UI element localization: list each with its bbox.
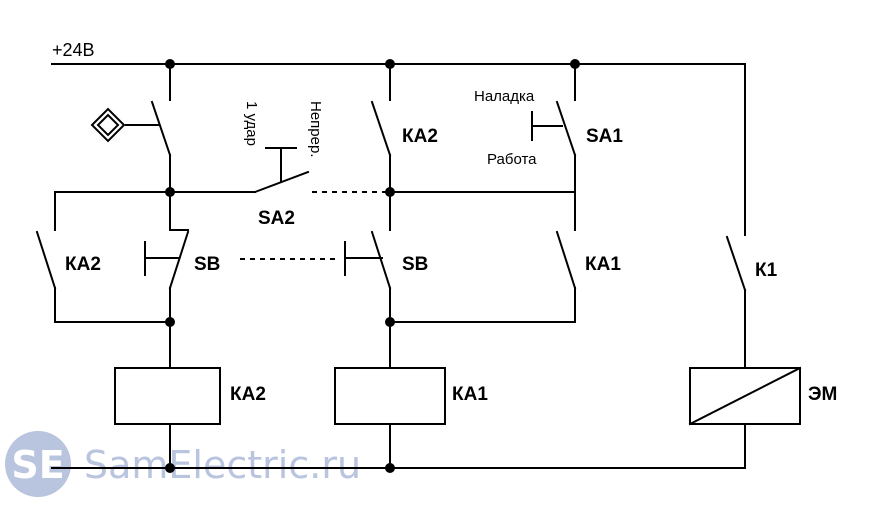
coil-em-label: ЭМ: [808, 384, 837, 405]
coil-ka2-label: КА2: [230, 384, 266, 405]
sb-right-button: [344, 191, 392, 341]
ka1-contact-label: КА1: [585, 254, 621, 275]
coil-em: [688, 366, 802, 469]
sa2-label: SA2: [258, 208, 295, 229]
sb-left-button: [144, 191, 190, 341]
sa1-position-top: Наладка: [474, 88, 535, 105]
proximity-sensor-icon: [90, 107, 126, 143]
sb-right-label: SB: [402, 254, 428, 275]
k1-contact: [725, 235, 747, 369]
watermark-site-text: SamElectric.ru: [84, 443, 361, 487]
coil-ka2: [114, 339, 221, 469]
ka2-lower-label: КА2: [65, 254, 101, 275]
sa1-switch: [531, 63, 577, 229]
sa1-position-bottom: Работа: [487, 151, 537, 168]
coil-ka1-label: КА1: [452, 384, 488, 405]
watermark-logo-circle: [5, 431, 71, 497]
sa2-position-left: 1 удар: [243, 101, 260, 146]
supply-label: +24В: [52, 40, 95, 60]
k1-label: К1: [755, 260, 778, 281]
ka2-upper-contact: [370, 63, 392, 193]
ka2-upper-label: КА2: [402, 126, 438, 147]
supply-rail: [51, 63, 746, 236]
sa1-label: SA1: [586, 126, 623, 147]
ka2-lower-contact: [35, 191, 171, 323]
sa2-position-right: Непрер.: [307, 101, 324, 158]
junction-dots: [165, 59, 580, 473]
watermark: SE SamElectric.ru: [5, 431, 361, 497]
watermark-logo-text: SE: [11, 443, 64, 487]
ka1-contact: [389, 227, 577, 323]
sb-left-label: SB: [194, 254, 220, 275]
coil-ka1: [334, 339, 446, 469]
sa2-switch: [169, 147, 390, 194]
proximity-sensor-contact: [125, 63, 172, 193]
